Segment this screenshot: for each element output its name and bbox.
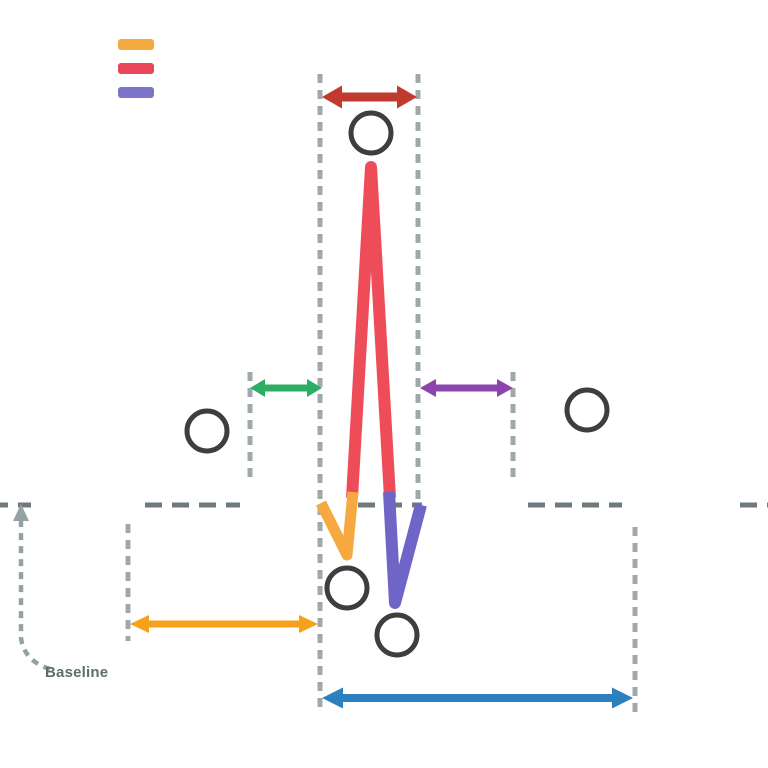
- legend-swatch-s-wave: [118, 87, 154, 98]
- qt-interval-arrow-left-head-icon: [322, 687, 343, 709]
- pr-segment-arrow-left-head-icon: [250, 379, 265, 397]
- legend-swatch-q-wave: [118, 39, 154, 50]
- qt-interval-arrow-right-head-icon: [612, 687, 633, 709]
- baseline-pointer-curve: [18, 516, 51, 672]
- legend-swatch-r-wave: [118, 63, 154, 74]
- q-wave-stroke: [316, 491, 359, 561]
- st-segment-arrow-right-head-icon: [497, 379, 513, 397]
- baseline-pointer-arrowhead-icon: [13, 504, 29, 521]
- qrs-duration-arrow-right-head-icon: [397, 85, 417, 109]
- t-wave-marker: [564, 387, 610, 433]
- baseline-label: Baseline: [45, 664, 109, 681]
- q-wave-marker: [324, 565, 370, 611]
- pr-interval-arrow-left-head-icon: [130, 615, 149, 633]
- r-wave-marker: [348, 110, 394, 156]
- s-wave-marker: [374, 612, 420, 658]
- pr-interval-arrow-right-head-icon: [299, 615, 318, 633]
- st-segment-arrow-left-head-icon: [420, 379, 436, 397]
- s-wave-stroke: [383, 491, 427, 609]
- qrs-duration-arrow-left-head-icon: [322, 85, 342, 109]
- p-wave-marker: [184, 408, 230, 454]
- pr-segment-arrow-right-head-icon: [307, 379, 322, 397]
- r-wave-stroke: [346, 161, 396, 499]
